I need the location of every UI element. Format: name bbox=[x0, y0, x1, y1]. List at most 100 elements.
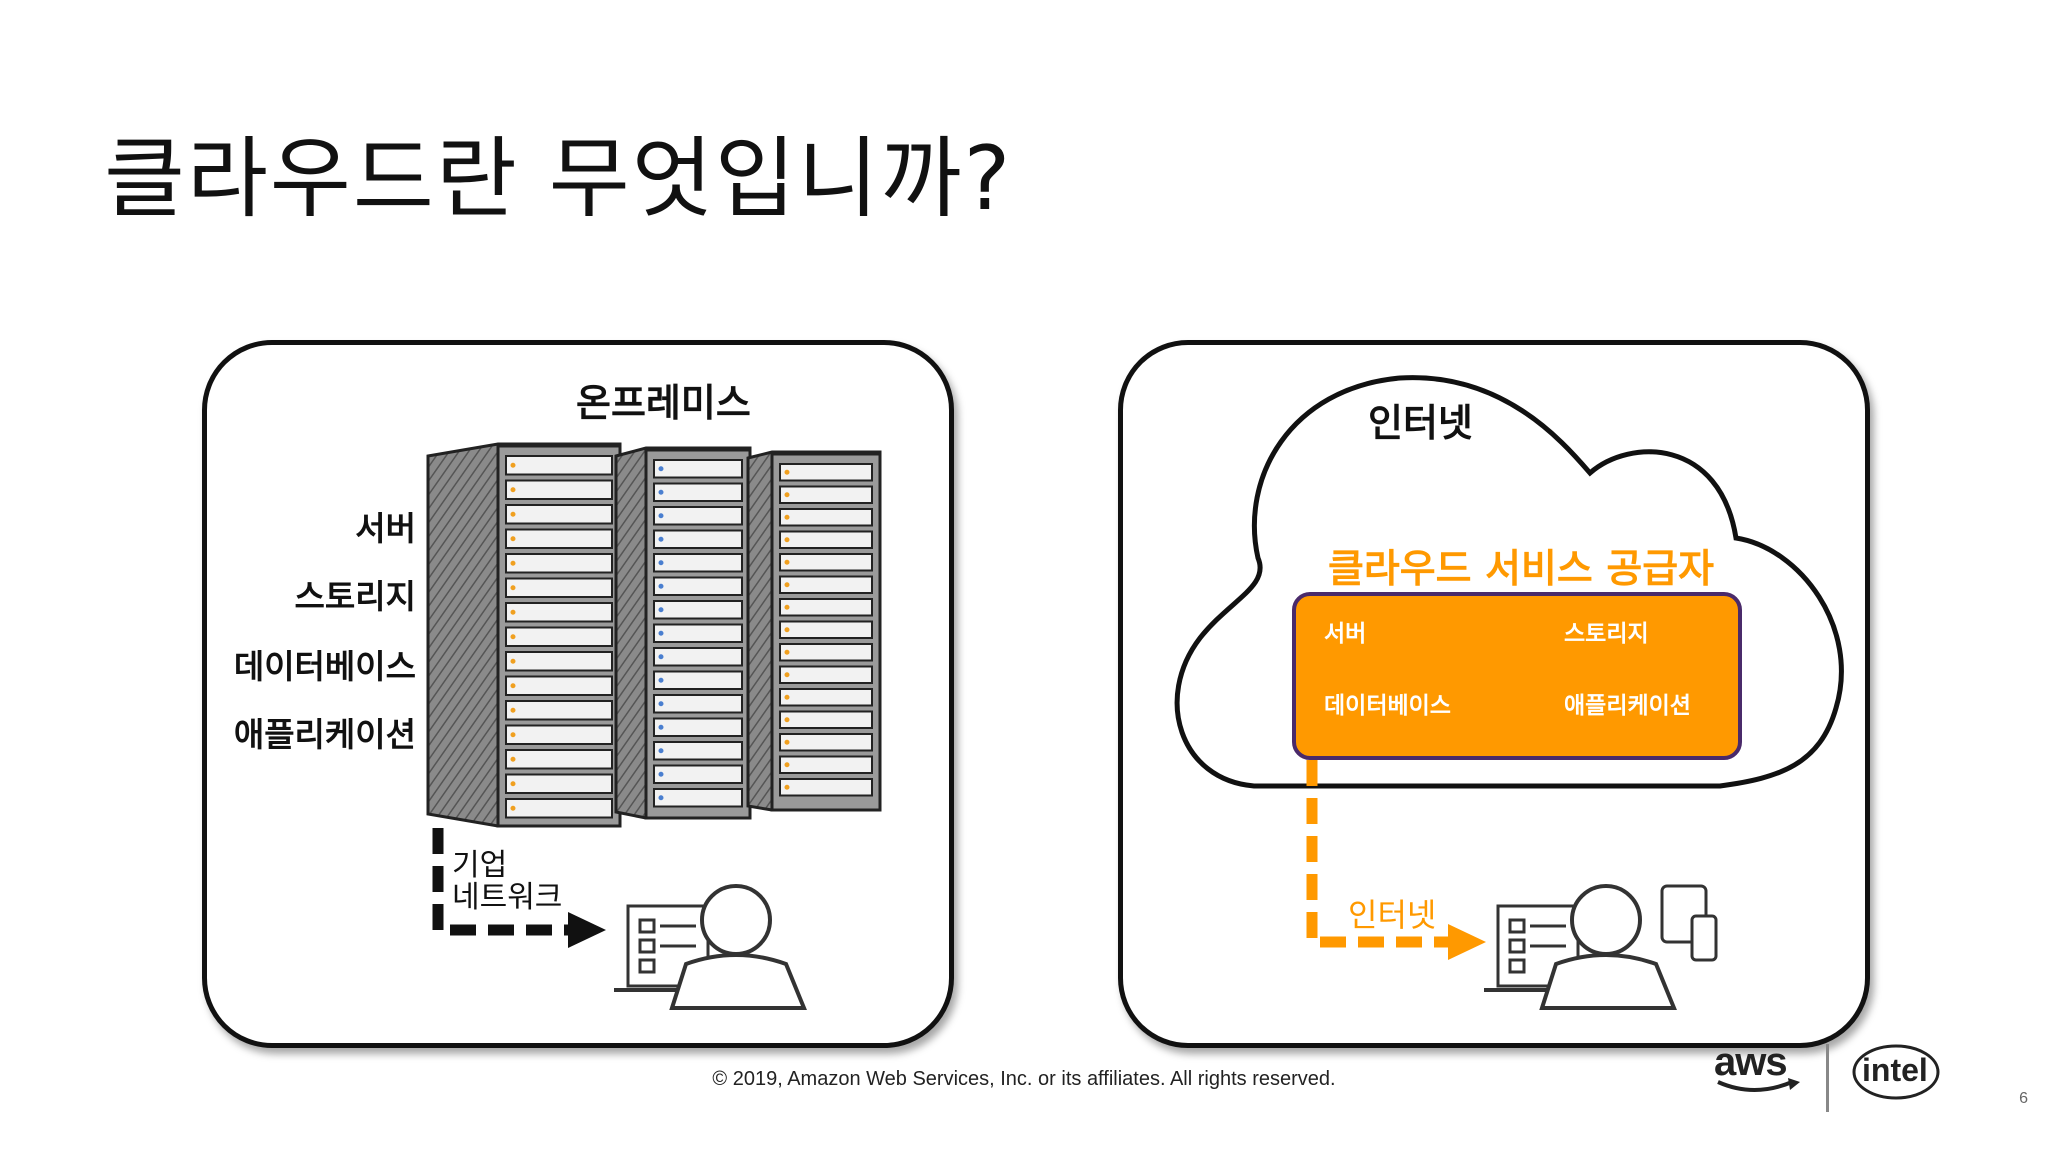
server-slot bbox=[779, 463, 873, 482]
server-slot bbox=[505, 553, 613, 574]
server-status-light bbox=[658, 701, 664, 707]
server-status-light bbox=[658, 466, 664, 472]
intel-logo-text: intel bbox=[1862, 1052, 1928, 1088]
server-slot bbox=[779, 530, 873, 549]
server-status-light bbox=[510, 805, 516, 811]
server-status-light bbox=[784, 739, 790, 745]
server-status-light bbox=[658, 654, 664, 660]
server-slot bbox=[779, 620, 873, 639]
cloud-services-box: 서버 스토리지 데이터베이스 애플리케이션 bbox=[1292, 592, 1742, 760]
server-status-light bbox=[784, 627, 790, 633]
server-racks-illustration bbox=[426, 442, 882, 828]
server-slot bbox=[505, 798, 613, 819]
server-status-light bbox=[784, 514, 790, 520]
server-slot bbox=[779, 710, 873, 729]
server-slot bbox=[653, 670, 743, 690]
aws-logo: aws bbox=[1714, 1040, 1800, 1092]
server-status-light bbox=[784, 717, 790, 723]
server-slot bbox=[505, 675, 613, 696]
server-slot bbox=[653, 788, 743, 808]
server-slot bbox=[653, 506, 743, 526]
internet-connection-arrow bbox=[1306, 760, 1486, 960]
server-slot bbox=[505, 602, 613, 623]
server-status-light bbox=[510, 487, 516, 493]
on-premises-item-application: 애플리케이션 bbox=[233, 715, 416, 754]
on-premises-item-server: 서버 bbox=[355, 509, 416, 548]
server-slot bbox=[653, 459, 743, 479]
server-slot bbox=[779, 755, 873, 774]
server-status-light bbox=[784, 762, 790, 768]
aws-logo-text: aws bbox=[1714, 1040, 1788, 1084]
server-slot bbox=[653, 741, 743, 761]
server-slot bbox=[653, 529, 743, 549]
server-rack-1 bbox=[426, 442, 622, 828]
server-status-light bbox=[658, 795, 664, 801]
cloud-provider-label: 클라우드 서비스 공급자 bbox=[1328, 547, 1714, 592]
server-slot bbox=[779, 733, 873, 752]
server-rack-2 bbox=[614, 446, 752, 820]
page-number: 6 bbox=[2019, 1090, 2028, 1107]
server-status-light bbox=[658, 560, 664, 566]
server-rack-3 bbox=[746, 450, 882, 812]
corporate-network-label: 기업 네트워크 bbox=[452, 850, 562, 914]
server-slot bbox=[653, 694, 743, 714]
server-status-light bbox=[784, 582, 790, 588]
server-status-light bbox=[510, 756, 516, 762]
server-slot bbox=[779, 665, 873, 684]
server-slot bbox=[505, 651, 613, 672]
server-slot bbox=[505, 626, 613, 647]
cloud-service-database: 데이터베이스 bbox=[1324, 693, 1451, 719]
server-slot bbox=[653, 764, 743, 784]
server-status-light bbox=[510, 536, 516, 542]
server-status-light bbox=[658, 724, 664, 730]
on-premises-item-database: 데이터베이스 bbox=[233, 647, 416, 686]
corporate-network-label-line1: 기업 bbox=[452, 848, 508, 883]
internet-connection-label: 인터넷 bbox=[1348, 896, 1437, 934]
server-slot bbox=[505, 724, 613, 745]
server-slot bbox=[779, 688, 873, 707]
aws-smile-icon bbox=[1717, 1078, 1800, 1092]
server-slot bbox=[653, 717, 743, 737]
server-slot bbox=[653, 623, 743, 643]
logo-divider bbox=[1826, 1044, 1829, 1112]
server-slot bbox=[779, 643, 873, 662]
server-slot bbox=[653, 553, 743, 573]
slide-title: 클라우드란 무엇입니까? bbox=[104, 127, 1013, 230]
server-slot bbox=[653, 647, 743, 667]
server-status-light bbox=[510, 609, 516, 615]
intel-logo: intel bbox=[1852, 1044, 1940, 1100]
cloud-service-application: 애플리케이션 bbox=[1564, 693, 1691, 719]
server-status-light bbox=[784, 672, 790, 678]
server-status-light bbox=[784, 559, 790, 565]
server-status-light bbox=[658, 536, 664, 542]
server-status-light bbox=[510, 683, 516, 689]
server-status-light bbox=[510, 560, 516, 566]
server-status-light bbox=[784, 537, 790, 543]
server-slot bbox=[505, 749, 613, 770]
server-slot bbox=[505, 700, 613, 721]
server-status-light bbox=[658, 513, 664, 519]
server-slot bbox=[505, 577, 613, 598]
intel-swoosh-icon bbox=[1852, 1044, 1940, 1100]
on-premises-item-storage: 스토리지 bbox=[294, 577, 416, 616]
server-slot bbox=[653, 482, 743, 502]
server-status-light bbox=[658, 583, 664, 589]
user-with-devices-icon bbox=[1484, 884, 1718, 1010]
server-slot bbox=[779, 778, 873, 797]
server-status-light bbox=[510, 781, 516, 787]
cloud-heading: 인터넷 bbox=[1368, 401, 1473, 445]
server-slot bbox=[505, 455, 613, 476]
server-status-light bbox=[510, 585, 516, 591]
server-slot bbox=[505, 504, 613, 525]
server-status-light bbox=[784, 649, 790, 655]
server-status-light bbox=[510, 511, 516, 517]
server-status-light bbox=[784, 469, 790, 475]
cloud-service-storage: 스토리지 bbox=[1564, 621, 1649, 647]
server-status-light bbox=[510, 462, 516, 468]
server-status-light bbox=[510, 634, 516, 640]
server-status-light bbox=[510, 732, 516, 738]
server-slot bbox=[505, 773, 613, 794]
server-status-light bbox=[658, 630, 664, 636]
server-slot bbox=[505, 479, 613, 500]
